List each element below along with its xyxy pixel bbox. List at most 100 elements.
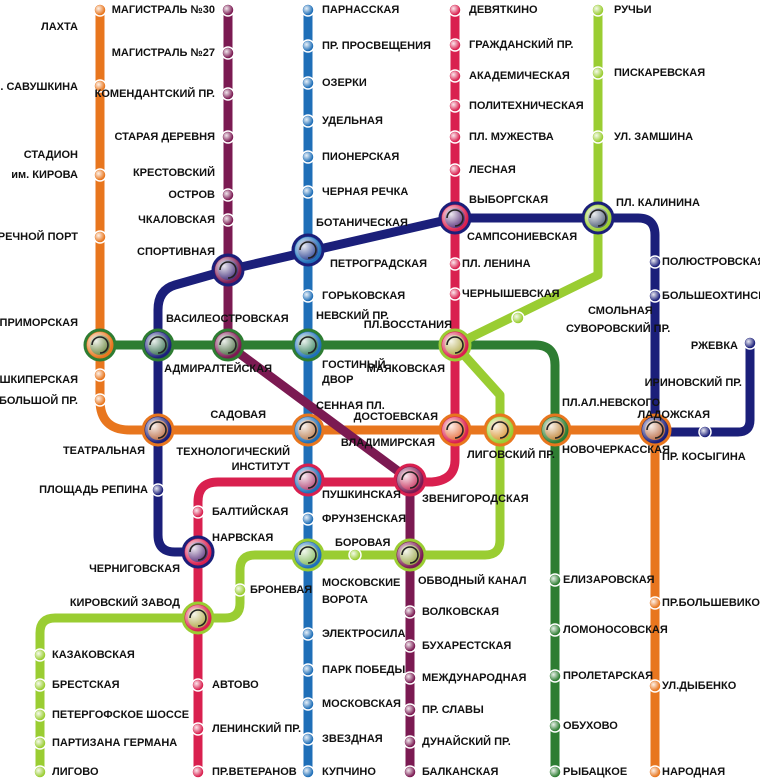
station-label: ЛЕСНАЯ bbox=[469, 164, 516, 176]
station-dot-l7-shine bbox=[153, 485, 163, 495]
station-dot-l4-shine bbox=[95, 395, 105, 405]
transfer-hub[interactable] bbox=[141, 328, 175, 362]
transfer-arrow-icon bbox=[299, 471, 317, 489]
station-dot-l2-shine bbox=[303, 767, 313, 777]
station-dot-l4-shine bbox=[95, 81, 105, 91]
station-label: НАРОДНАЯ bbox=[662, 766, 725, 778]
transfer-hub[interactable] bbox=[291, 413, 325, 447]
station-label: ЗВЕЗДНАЯ bbox=[322, 733, 383, 745]
station-dot-l2-shine bbox=[303, 116, 313, 126]
station-label: АКАДЕМИЧЕСКАЯ bbox=[469, 70, 570, 82]
station-dot-l2-shine bbox=[303, 78, 313, 88]
transfer-hub[interactable] bbox=[483, 413, 517, 447]
station-label: ПЛ. МУЖЕСТВА bbox=[469, 131, 554, 143]
station-dot-l6-shine bbox=[350, 550, 360, 560]
transfer-arrow-icon bbox=[189, 543, 207, 561]
station-label: ПЕТРОГРАДСКАЯ bbox=[330, 258, 427, 270]
station-label: КОМЕНДАНТСКИЙ ПР. bbox=[95, 87, 215, 100]
station-dot-l1-shine bbox=[450, 289, 460, 299]
station-dot-l4-shine bbox=[650, 681, 660, 691]
station-label: УЛ. САВУШКИНА bbox=[0, 81, 78, 93]
transfer-hub[interactable] bbox=[438, 201, 472, 235]
transfer-hub[interactable] bbox=[638, 413, 672, 447]
station-label: ПУШКИНСКАЯ bbox=[322, 489, 401, 501]
transfer-hub-shine bbox=[542, 417, 568, 443]
station-label: РУЧЬИ bbox=[614, 4, 652, 16]
station-label: ПЛ.ВОССТАНИЯ bbox=[364, 319, 452, 331]
transfer-arrow-icon bbox=[299, 546, 317, 564]
station-label: КИРОВСКИЙ ЗАВОД bbox=[70, 596, 180, 609]
station-dot-l1-shine bbox=[193, 767, 203, 777]
station-label: ТЕХНОЛОГИЧЕСКИЙ bbox=[176, 445, 290, 458]
transfer-hub[interactable] bbox=[393, 463, 427, 497]
transfer-hub[interactable] bbox=[211, 253, 245, 287]
station-label: ЛАХТА bbox=[41, 21, 78, 33]
transfer-hub[interactable] bbox=[181, 535, 215, 569]
station-label: ЧЕРНЫШЕВСКАЯ bbox=[462, 288, 560, 300]
station-label: ЧЕРНИГОВСКАЯ bbox=[89, 563, 180, 575]
station-label: ЗВЕНИГОРОДСКАЯ bbox=[422, 493, 529, 505]
station-label: СПОРТИВНАЯ bbox=[137, 246, 215, 258]
station-label: КРЕСТОВСКИЙ bbox=[133, 166, 215, 179]
transfer-hub[interactable] bbox=[538, 413, 572, 447]
station-dot-l5-shine bbox=[405, 607, 415, 617]
transfer-hub[interactable] bbox=[438, 413, 472, 447]
transfer-hub-shine bbox=[442, 417, 468, 443]
stations-layer bbox=[33, 3, 757, 779]
transfer-hub[interactable] bbox=[393, 538, 427, 572]
station-dot-l5-shine bbox=[405, 673, 415, 683]
station-label: УЛ. ЗАМШИНА bbox=[614, 131, 693, 143]
station-label: ПРОЛЕТАРСКАЯ bbox=[563, 670, 653, 682]
station-label: САМПСОНИЕВСКАЯ bbox=[467, 231, 577, 243]
transfer-arrow-icon bbox=[299, 241, 317, 259]
transfer-hub-shine bbox=[442, 332, 468, 358]
station-label: ПАРТИЗАНА ГЕРМАНА bbox=[52, 737, 177, 749]
lines-layer bbox=[35, 5, 755, 777]
station-label: ГОРЬКОВСКАЯ bbox=[322, 290, 405, 302]
station-dot-l2-shine bbox=[303, 734, 313, 744]
transfer-hub[interactable] bbox=[291, 463, 325, 497]
station-dot-l3-shine bbox=[550, 575, 560, 585]
transfer-hub[interactable] bbox=[211, 328, 245, 362]
station-label: СТАДИОН bbox=[24, 149, 78, 161]
transfer-hub[interactable] bbox=[83, 328, 117, 362]
station-dot-l6-shine bbox=[35, 710, 45, 720]
transfer-hub-shine bbox=[642, 417, 668, 443]
station-label: АДМИРАЛТЕЙСКАЯ bbox=[164, 362, 272, 375]
station-label: НЕВСКИЙ ПР. bbox=[316, 309, 389, 322]
station-label: СУВОРОВСКИЙ ПР. bbox=[566, 322, 670, 335]
station-label: ПЛ. ЛЕНИНА bbox=[462, 258, 531, 270]
transfer-hub[interactable] bbox=[438, 328, 472, 362]
transfer-arrow-icon bbox=[299, 336, 317, 354]
transfer-hub[interactable] bbox=[181, 601, 215, 635]
station-dot-l1-shine bbox=[450, 165, 460, 175]
transfer-arrow-icon bbox=[219, 336, 237, 354]
station-label: ДВОР bbox=[322, 374, 353, 386]
transfer-hub[interactable] bbox=[141, 413, 175, 447]
station-dot-l3-shine bbox=[550, 625, 560, 635]
station-dot-l2-shine bbox=[303, 152, 313, 162]
transfer-hub[interactable] bbox=[291, 538, 325, 572]
transfer-hub[interactable] bbox=[581, 201, 615, 235]
transfer-hub[interactable] bbox=[291, 328, 325, 362]
transfer-arrow-icon bbox=[589, 209, 607, 227]
transfer-hub-shine bbox=[215, 332, 241, 358]
transfer-arrow-icon bbox=[546, 421, 564, 439]
station-label: УЛ.ДЫБЕНКО bbox=[662, 680, 737, 692]
station-label: ОСТРОВ bbox=[168, 189, 215, 201]
station-dot-l1-shine bbox=[450, 71, 460, 81]
station-dot-l5-shine bbox=[223, 89, 233, 99]
station-dot-l7-shine bbox=[650, 291, 660, 301]
transfer-arrow-icon bbox=[219, 261, 237, 279]
transfer-arrow-icon bbox=[299, 421, 317, 439]
station-label: ЛИГОВО bbox=[52, 766, 99, 778]
station-dot-l4-shine bbox=[95, 232, 105, 242]
station-label: ПИОНЕРСКАЯ bbox=[322, 151, 399, 163]
station-dot-l6-shine bbox=[235, 585, 245, 595]
station-dot-l1-shine bbox=[193, 724, 203, 734]
station-dot-l6-shine bbox=[35, 738, 45, 748]
station-label: ПЛОЩАДЬ РЕПИНА bbox=[39, 484, 148, 496]
transfer-hub[interactable] bbox=[291, 233, 325, 267]
